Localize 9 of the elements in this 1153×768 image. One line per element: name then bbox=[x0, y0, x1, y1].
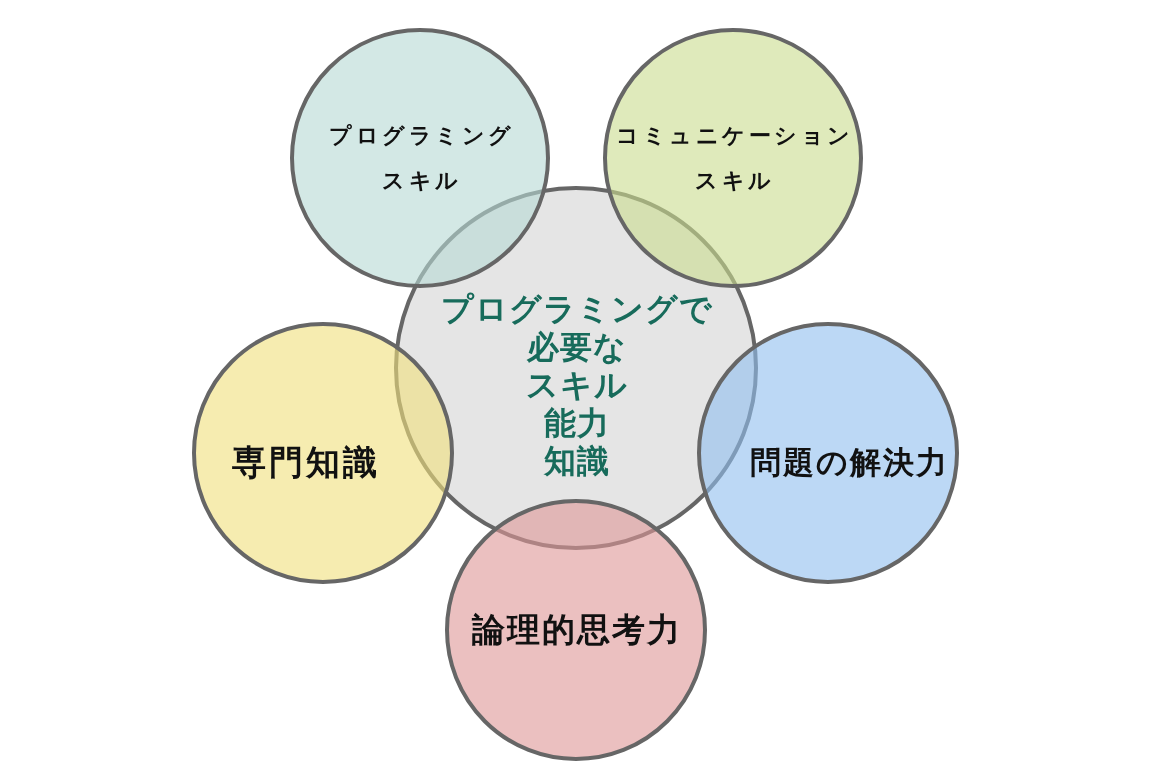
circle-label: コミュニケーションスキル bbox=[615, 122, 855, 195]
circle-label: 能力 bbox=[542, 404, 610, 442]
circle-label: プログラミングで必要な bbox=[439, 290, 714, 366]
circle-label: 知識 bbox=[542, 442, 610, 480]
circle-label: 専門知識 bbox=[230, 442, 380, 482]
circle-label: 問題の解決力 bbox=[748, 443, 949, 482]
circle-label: 論理的思考力 bbox=[470, 610, 682, 650]
circle-label: スキル bbox=[524, 366, 628, 404]
circle-label: プログラミングスキル bbox=[328, 122, 516, 195]
